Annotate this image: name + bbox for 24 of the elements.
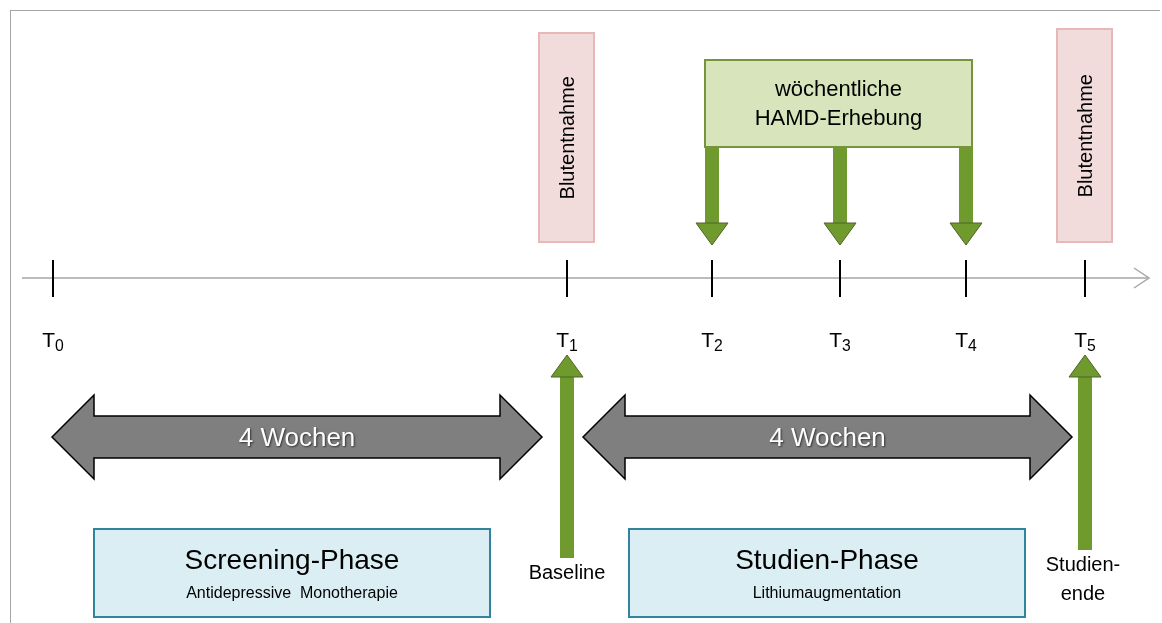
- phase-box: [628, 528, 1026, 618]
- arrow: [695, 148, 729, 246]
- phase-subtitle: Lithiumaugmentation: [752, 582, 902, 603]
- phase-subtitle: Antidepressive Monotherapie: [186, 582, 398, 603]
- arrow: [550, 354, 584, 558]
- arrow: [1068, 354, 1102, 550]
- phase-title: Studien-Phase: [735, 542, 919, 577]
- milestone-label: Studien- ende: [1040, 550, 1126, 616]
- milestone-label: Baseline: [512, 558, 622, 584]
- time-point-label: T$_{3}$: [820, 325, 860, 355]
- time-point-label: T$_{0}$: [33, 325, 73, 355]
- sample-box: Blutentnahme: [1056, 28, 1113, 243]
- phase-box: [93, 528, 491, 618]
- time-point-label: T$_{2}$: [692, 325, 732, 355]
- time-point-label: T$_{5}$: [1065, 325, 1105, 355]
- time-point-label: T$_{1}$: [547, 325, 587, 355]
- assessment-box: wöchentliche HAMD-Erhebung: [704, 59, 973, 148]
- arrow: [949, 148, 983, 246]
- duration-label: 4 Wochen: [238, 421, 356, 454]
- duration-label: 4 Wochen: [769, 421, 886, 454]
- time-point-label: T$_{4}$: [946, 325, 986, 355]
- phase-title: Screening-Phase: [184, 542, 400, 577]
- sample-box: Blutentnahme: [538, 32, 595, 243]
- arrow: [823, 148, 857, 246]
